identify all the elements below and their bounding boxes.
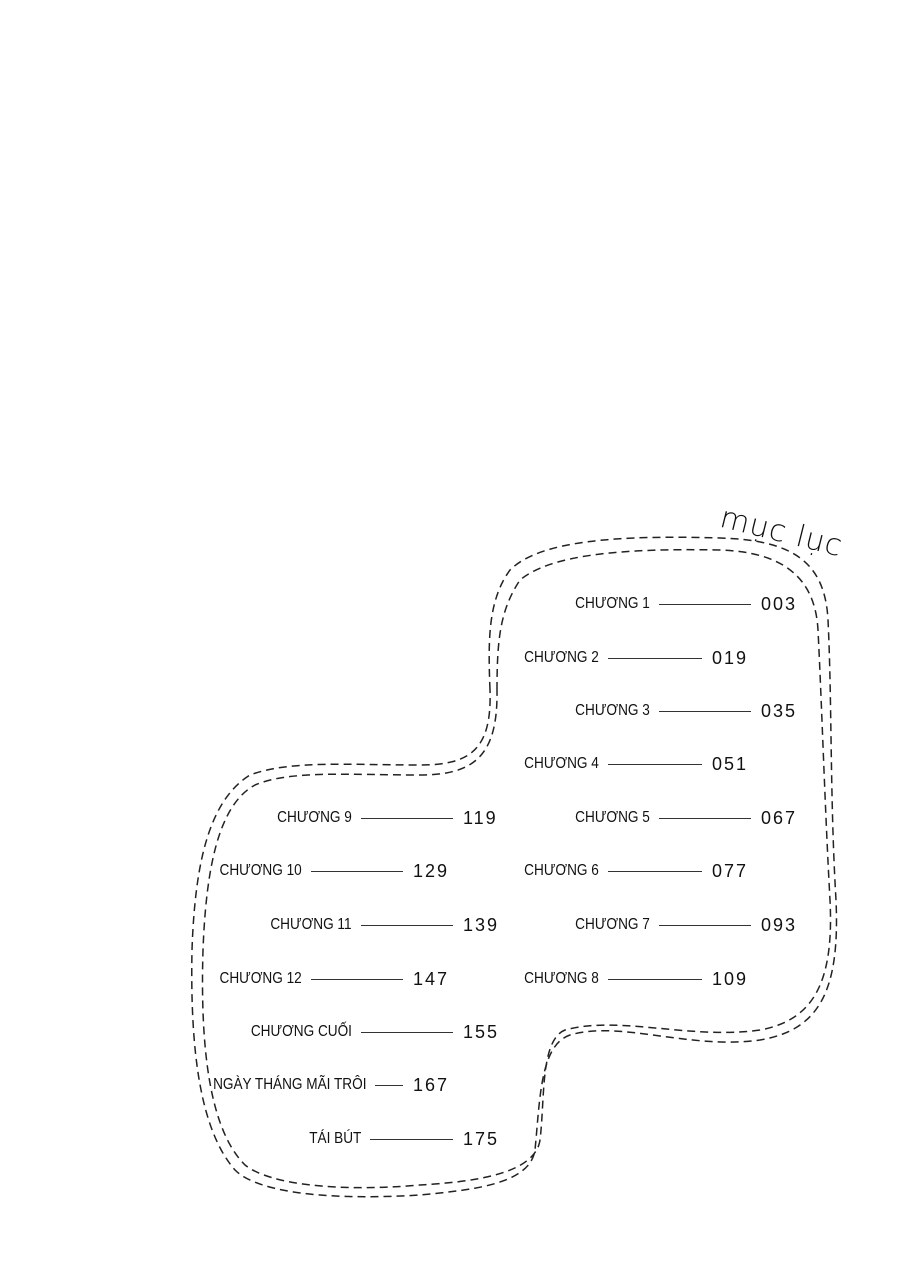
entry-page: 093 [761,914,798,935]
toc-entry[interactable]: CHƯƠNG 2 019 [524,647,749,668]
entry-label: CHƯƠNG 2 [524,649,599,666]
toc-entry[interactable]: CHƯƠNG 7 093 [575,914,798,935]
entry-label: TÁI BÚT [308,1130,361,1147]
entry-label: CHƯƠNG 1 [575,595,650,612]
dashed-outline-outer [191,536,838,1198]
entry-page: 119 [463,807,498,828]
leader-line [659,817,751,819]
entry-page: 175 [463,1128,500,1149]
toc-entry[interactable]: CHƯƠNG CUỐI 155 [251,1021,500,1042]
entry-page: 167 [413,1074,450,1095]
toc-entry[interactable]: TÁI BÚT 175 [309,1128,500,1149]
entry-label: NGÀY THÁNG MÃI TRÔI [212,1076,366,1093]
toc-entry[interactable]: CHƯƠNG 9 119 [277,807,498,828]
leader-line [311,870,403,872]
entry-label: CHƯƠNG 10 [219,862,302,879]
entry-label: CHƯƠNG 11 [270,916,352,933]
toc-entry[interactable]: CHƯƠNG 4 051 [524,753,749,774]
entry-label: CHƯƠNG 9 [277,809,352,826]
toc-entry[interactable]: CHƯƠNG 12 147 [220,968,450,989]
toc-entry[interactable]: CHƯƠNG 6 077 [524,860,749,881]
entry-page: 139 [463,914,500,935]
entry-page: 003 [761,593,798,614]
leader-line [608,870,702,872]
leader-line [608,657,702,659]
entry-page: 147 [413,968,450,989]
toc-entry[interactable]: CHƯƠNG 8 109 [524,968,749,989]
entry-label: CHƯƠNG 6 [524,862,599,879]
toc-entry[interactable]: CHƯƠNG 5 067 [575,807,798,828]
entry-page: 129 [413,860,450,881]
leader-line [659,603,751,605]
entry-page: 035 [761,700,798,721]
toc-entry[interactable]: CHƯƠNG 3 035 [575,700,798,721]
leader-line [608,978,702,980]
entry-label: CHƯƠNG 12 [219,970,302,987]
leader-line [361,817,453,819]
entry-page: 155 [463,1021,500,1042]
entry-label: CHƯƠNG 4 [524,755,599,772]
leader-line [375,1084,403,1086]
entry-label: CHƯƠNG 5 [575,809,650,826]
toc-entry[interactable]: CHƯƠNG 11 139 [271,914,500,935]
leader-line [361,1031,453,1033]
toc-entry[interactable]: NGÀY THÁNG MÃI TRÔI 167 [213,1074,450,1095]
dashed-outline-inner [201,548,832,1189]
leader-line [361,924,453,926]
toc-entry[interactable]: CHƯƠNG 1 003 [575,593,798,614]
leader-line [608,763,702,765]
toc-entry[interactable]: CHƯƠNG 10 129 [220,860,450,881]
entry-label: CHƯƠNG CUỐI [250,1023,352,1040]
entry-page: 019 [712,647,749,668]
entry-page: 109 [712,968,749,989]
leader-line [659,710,751,712]
entry-label: CHƯƠNG 3 [575,702,650,719]
leader-line [659,924,751,926]
leader-line [370,1138,453,1140]
entry-label: CHƯƠNG 7 [575,916,650,933]
entry-page: 077 [712,860,749,881]
leader-line [311,978,403,980]
entry-page: 051 [712,753,749,774]
entry-label: CHƯƠNG 8 [524,970,599,987]
entry-page: 067 [761,807,798,828]
